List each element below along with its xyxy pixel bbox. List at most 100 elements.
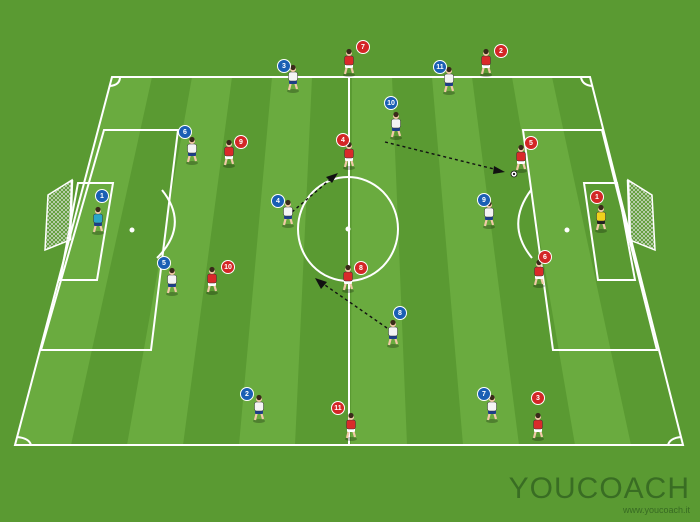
player-shirt [487, 401, 497, 412]
player-blue-9: 9 [477, 193, 495, 229]
right-goal-area [582, 182, 637, 281]
left-goal-area [58, 182, 115, 281]
player-hair [290, 64, 296, 71]
player-hair [390, 319, 396, 326]
brand-name: YOUCOACH [508, 472, 690, 505]
left-goal [44, 178, 74, 252]
player-blue-6: 6 [178, 125, 198, 165]
arrowhead-blue-10 [493, 166, 505, 174]
badge-red-9 [234, 135, 248, 149]
badge-blue-11 [433, 60, 447, 74]
player-blue-5: 5 [157, 256, 178, 296]
pass-arrow-blue-8 [321, 282, 388, 329]
player-blue-10: 10 [384, 96, 402, 140]
player-shirt [344, 148, 354, 159]
player-blue-3: 3 [277, 59, 299, 93]
grass-stripe [15, 77, 152, 445]
badge-number-blue-8: 8 [398, 310, 402, 317]
grass-stripes [15, 77, 631, 445]
badge-red-4 [336, 133, 350, 147]
player-hair [518, 144, 524, 151]
badge-number-blue-3: 3 [282, 63, 286, 70]
badge-blue-3 [277, 59, 291, 73]
pass-arrow-blue-4 [291, 177, 333, 213]
pass-arrow-blue-10 [384, 141, 499, 171]
badge-number-blue-7: 7 [482, 391, 486, 398]
youcoach-logo: YOUCOACH www.youcoach.it [506, 472, 690, 516]
badge-number-red-8: 8 [359, 265, 363, 272]
badge-red-5 [524, 136, 538, 150]
player-red-1: 1 [590, 190, 607, 233]
player-red-2: 2 [480, 44, 508, 77]
player-shirt [534, 266, 544, 277]
badge-number-red-1: 1 [595, 194, 599, 201]
player-hair [489, 394, 495, 401]
badge-red-3 [531, 391, 545, 405]
corner-arc-top-left [109, 76, 121, 87]
player-shirt [516, 151, 526, 162]
badge-blue-10 [384, 96, 398, 110]
badge-blue-9 [477, 193, 491, 207]
badge-number-red-5: 5 [529, 140, 533, 147]
player-shirt [346, 419, 356, 430]
player-hair [209, 266, 215, 273]
player-hair [483, 48, 489, 55]
badge-red-6 [538, 250, 552, 264]
right-penalty-arc [517, 189, 533, 259]
badge-number-red-6: 6 [543, 254, 547, 261]
player-red-6: 6 [533, 250, 552, 288]
badge-number-blue-10: 10 [387, 100, 395, 107]
player-hair [535, 412, 541, 419]
right-penalty-spot [564, 227, 570, 233]
badge-number-red-4: 4 [341, 137, 345, 144]
badge-number-red-11: 11 [334, 405, 342, 412]
player-red-4: 4 [336, 133, 355, 170]
right-goal [626, 178, 656, 252]
player-hair [446, 66, 452, 73]
player-shirt [288, 71, 298, 82]
badge-number-red-3: 3 [536, 395, 540, 402]
badge-number-red-10: 10 [224, 264, 232, 271]
brand-url: www.youcoach.it [622, 505, 690, 515]
player-hair [285, 199, 291, 206]
badge-blue-4 [271, 194, 285, 208]
badge-blue-2 [240, 387, 254, 401]
badge-red-11 [331, 401, 345, 415]
player-shirt [444, 73, 454, 84]
badge-blue-7 [477, 387, 491, 401]
badge-blue-6 [178, 125, 192, 139]
player-shirt [283, 206, 293, 217]
player-red-9: 9 [223, 135, 248, 168]
player-shirt [388, 326, 398, 337]
player-hair [346, 48, 352, 55]
left-penalty-arc [156, 189, 176, 259]
right-goal-post [626, 179, 632, 241]
ball [510, 170, 518, 178]
badge-number-red-7: 7 [361, 44, 365, 51]
badge-number-blue-1: 1 [100, 193, 104, 200]
player-shirt [187, 143, 197, 154]
grass-stripe [351, 77, 407, 445]
player-shirt [484, 207, 494, 218]
badge-number-blue-9: 9 [482, 197, 486, 204]
grass-stripe [239, 77, 312, 445]
player-shirt [93, 213, 103, 224]
corner-arc-top-right [580, 76, 593, 87]
left-goal-post [68, 179, 74, 241]
badge-number-red-2: 2 [499, 48, 503, 55]
badge-red-2 [494, 44, 508, 58]
arrowhead-blue-4 [326, 173, 338, 183]
badge-number-blue-6: 6 [183, 129, 187, 136]
player-shirt [344, 55, 354, 66]
movement-arrows [291, 141, 499, 329]
badge-number-blue-2: 2 [245, 391, 249, 398]
player-hair [393, 111, 399, 118]
player-blue-7: 7 [477, 387, 498, 423]
player-hair [256, 394, 262, 401]
player-hair [598, 204, 604, 211]
pitch-spots [129, 226, 570, 233]
badge-number-red-9: 9 [239, 139, 243, 146]
badge-number-blue-4: 4 [276, 198, 280, 205]
